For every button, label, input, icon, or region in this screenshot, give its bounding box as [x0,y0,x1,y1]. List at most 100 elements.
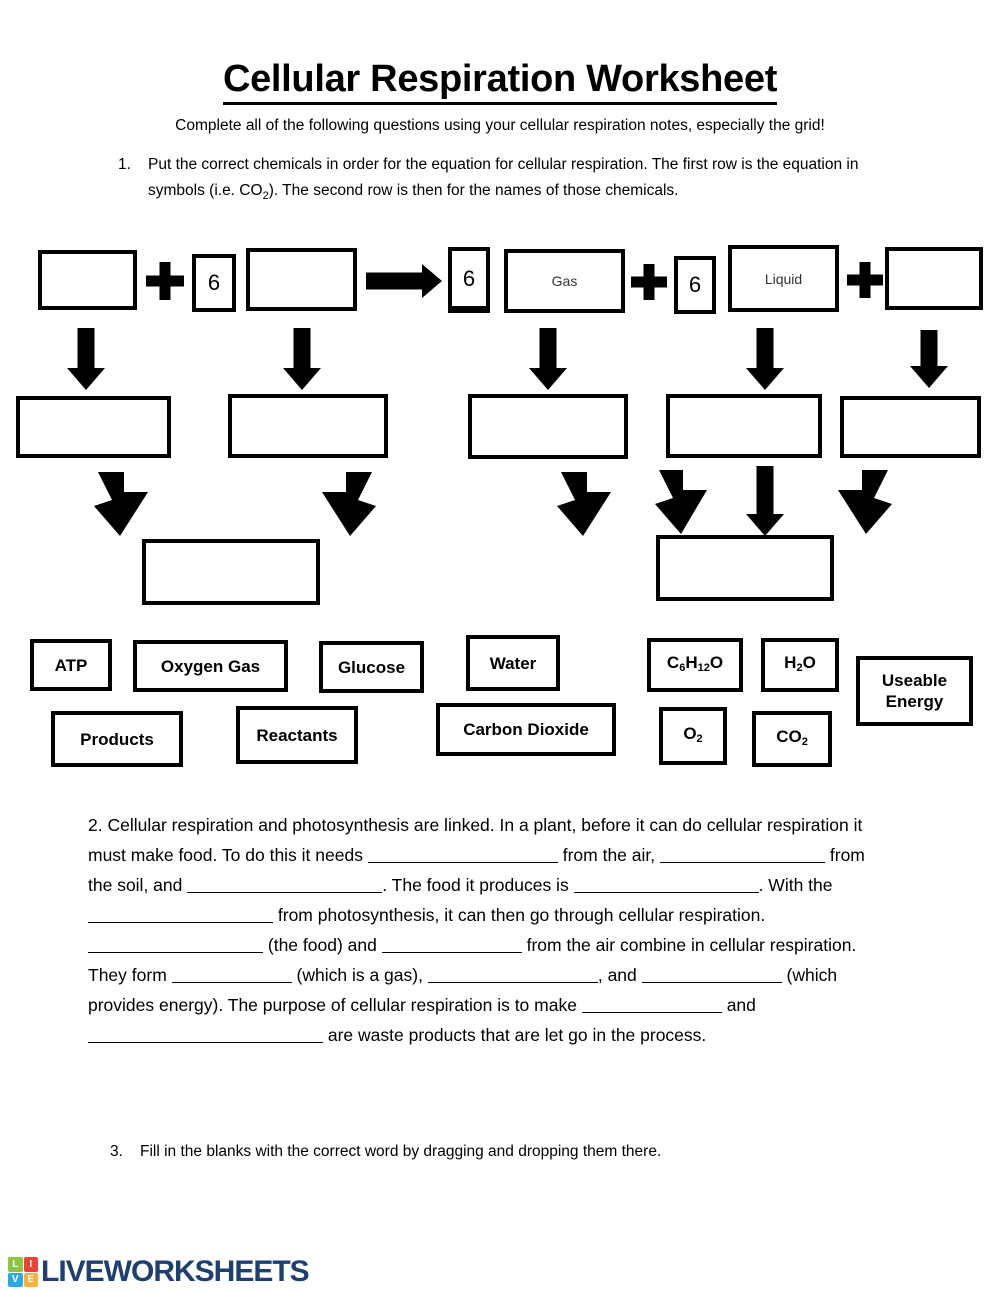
question-2-seg-10: , and [597,965,637,985]
gas-hint-label: Gas [551,273,578,289]
diagonal-arrow-down-left-2 [822,468,896,536]
question-2-seg-3: from the soil, and [88,845,865,895]
question-2-seg-7: (the food) and [267,935,377,955]
logo-letter-e: E [23,1272,38,1287]
equation-coefficient-box-2[interactable]: 6 [448,247,490,313]
liquid-hint-label: Liquid [764,270,803,287]
page-title: Cellular Respiration Worksheet [0,58,1000,105]
word-chip-reactants-label: Reactants [256,725,338,745]
question-2-seg-12: and [726,995,756,1015]
answer-blank-5[interactable] [88,922,273,923]
plus-sign-2 [631,264,667,300]
liveworksheets-logo-text: LIVEWORKSHEETS [41,1255,310,1288]
diagonal-arrow-down-right-1 [90,470,164,538]
coefficient-1-label: 6 [207,270,221,295]
yields-arrow [366,262,442,300]
answer-blank-12[interactable] [88,1042,323,1043]
word-chip-carbon-dioxide-label: Carbon Dioxide [463,720,589,739]
word-chip-o2[interactable]: O2 [659,707,727,765]
word-chip-glucose[interactable]: Glucose [319,641,424,693]
word-chip-glucose-label: Glucose [337,657,406,677]
word-chip-water-label: Water [489,653,537,673]
answer-blank-6[interactable] [88,952,263,953]
equation-coefficient-box-1[interactable]: 6 [192,254,236,312]
answer-blank-4[interactable] [573,892,759,893]
equation-blank-box-1[interactable] [38,250,137,310]
page-subtitle: Complete all of the following questions … [175,117,825,134]
question-2-seg-6: from photosynthesis, it can then go thro… [277,905,766,925]
name-blank-box-4[interactable] [666,394,822,458]
word-chip-co2[interactable]: CO2 [752,711,832,767]
summary-blank-box-reactants[interactable] [142,539,320,605]
equation-coefficient-box-3[interactable]: 6 [674,256,716,314]
down-arrow-2 [281,328,323,390]
word-chip-atp[interactable]: ATP [30,639,112,691]
equation-hint-box-gas[interactable]: Gas [504,249,625,313]
word-chip-carbon-dioxide[interactable]: Carbon Dioxide [436,703,616,756]
word-chip-c6h12o-label: C6H12O [666,652,724,674]
question-2-seg-8: from the air combine in cellular respira… [88,935,857,985]
word-chip-products-label: Products [80,729,154,749]
word-chip-h2o[interactable]: H2O [761,638,839,692]
diagonal-arrow-down-right-2 [553,470,627,538]
word-chip-products[interactable]: Products [51,711,183,767]
equation-blank-box-2[interactable] [246,248,357,311]
question-2-seg-4: . The food it produces is [382,875,569,895]
word-chip-reactants[interactable]: Reactants [236,706,358,764]
summary-blank-box-products[interactable] [656,535,834,601]
answer-blank-10[interactable] [641,982,782,983]
name-blank-box-1[interactable] [16,396,171,458]
down-arrow-1 [65,328,107,390]
plus-sign-3 [847,262,883,298]
answer-blank-8[interactable] [171,982,292,983]
name-blank-box-2[interactable] [228,394,388,458]
plus-sign-1 [146,262,184,300]
question-2-seg-9: (which is a gas), [296,965,423,985]
liveworksheets-logo-icon: L I V E [8,1257,38,1287]
word-chip-h2o-label: H2O [784,652,816,674]
coefficient-3-label: 6 [688,272,702,297]
diagonal-arrow-down-right-3 [653,468,721,536]
liveworksheets-logo[interactable]: L I V E LIVEWORKSHEETS [8,1255,310,1289]
question-3: 3. Fill in the blanks with the correct w… [110,1140,910,1164]
answer-blank-1[interactable] [367,862,558,863]
word-chip-oxygen-gas[interactable]: Oxygen Gas [133,640,288,692]
word-chip-water[interactable]: Water [466,635,560,691]
page-title-text: Cellular Respiration Worksheet [222,58,777,105]
down-arrow-6 [744,466,786,536]
word-chip-c6h12o[interactable]: C6H12O [647,638,743,692]
answer-blank-3[interactable] [187,892,383,893]
question-2-seg-13: are waste products that are let go in th… [327,1025,707,1045]
name-blank-box-3[interactable] [468,394,628,459]
question-3-number: 3. [110,1143,123,1160]
equation-hint-box-liquid[interactable]: Liquid [728,245,839,312]
coefficient-2-label: 6 [462,265,476,291]
word-chip-oxygen-gas-label: Oxygen Gas [160,656,261,676]
question-1: 1. Put the correct chemicals in order fo… [118,152,878,209]
word-chip-co2-label: CO2 [776,726,808,748]
word-chip-atp-label: ATP [54,655,88,675]
answer-blank-9[interactable] [427,982,598,983]
diagonal-arrow-down-left-1 [306,470,380,538]
question-3-text: Fill in the blanks with the correct word… [140,1143,662,1160]
word-chip-o2-label: O2 [683,723,703,745]
question-2-number: 2. [88,815,103,835]
answer-blank-11[interactable] [581,1012,722,1013]
question-1-text: Put the correct chemicals in order for t… [148,156,859,203]
question-2-seg-5: . With the [758,875,833,895]
question-2-seg-1: Cellular respiration and photosynthesis … [88,815,863,865]
question-2-seg-11: (which provides energy). The purpose of … [88,965,838,1015]
down-arrow-3 [527,328,569,390]
down-arrow-5 [908,330,950,388]
question-1-number: 1. [118,156,131,173]
logo-letter-l: L [8,1257,23,1272]
answer-blank-2[interactable] [660,862,825,863]
equation-blank-box-3[interactable] [885,247,983,310]
logo-letter-v: V [8,1272,23,1287]
logo-letter-i: I [23,1257,38,1272]
answer-blank-7[interactable] [381,952,522,953]
name-blank-box-5[interactable] [840,396,981,458]
